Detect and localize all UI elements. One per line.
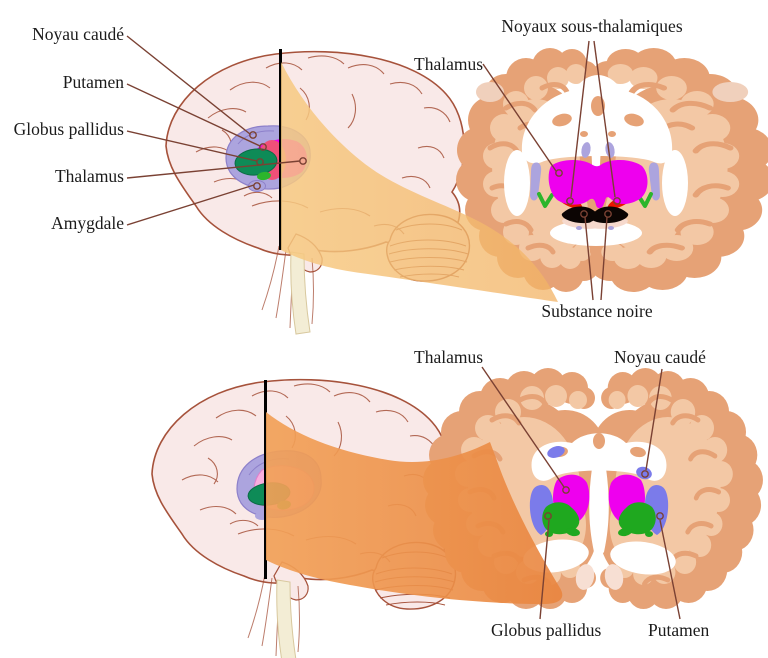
- label-globus-pallidus-top: Globus pallidus: [13, 119, 124, 139]
- putamen-globus-shape: [234, 148, 278, 176]
- leader-subthalamic-right: [593, 40, 616, 198]
- leader-thalamus-coronal-top: [482, 63, 557, 172]
- leader-lines: [126, 35, 681, 620]
- leader-noyau-caude-bottom: [645, 368, 663, 471]
- leader-putamen-top: [126, 83, 261, 147]
- label-thalamus-top: Thalamus: [54, 166, 124, 186]
- label-globus-pallidus-bottom: Globus pallidus: [491, 620, 602, 640]
- label-thalamus-bottom: Thalamus: [414, 347, 484, 367]
- label-putamen-top: Putamen: [62, 72, 124, 92]
- leader-globus-top: [126, 130, 258, 162]
- leader-noyau-caude-top: [126, 35, 251, 135]
- top-projection-beam: [281, 62, 558, 302]
- bottom-cut-line: [264, 380, 267, 579]
- top-coronal-section: [456, 48, 768, 292]
- label-substance-noire: Substance noire: [541, 301, 653, 321]
- leader-thalamus-top: [126, 160, 301, 179]
- thalamus-shape: [548, 160, 648, 209]
- label-noyau-caude-top: Noyau caudé: [32, 24, 124, 44]
- label-noyau-caude-bottom: Noyau caudé: [614, 347, 706, 367]
- caudate-nucleus-shape: [547, 446, 565, 458]
- top-cut-line: [279, 49, 282, 250]
- leader-markers: [249, 131, 664, 520]
- leader-substantia-nigra-right: [600, 216, 608, 301]
- label-putamen-bottom: Putamen: [648, 620, 710, 640]
- leader-thalamus-bottom: [481, 366, 565, 488]
- leader-substantia-nigra-left: [584, 216, 594, 301]
- label-noyaux-sous-thalamiques: Noyaux sous-thalamiques: [501, 16, 683, 36]
- leader-amygdale: [126, 184, 255, 226]
- leader-globus-bottom: [539, 519, 550, 620]
- bottom-projection-beam: [266, 412, 563, 604]
- label-thalamus-coronal-top: Thalamus: [414, 54, 484, 74]
- label-amygdale: Amygdale: [51, 213, 124, 233]
- bottom-coronal-section: [423, 368, 763, 609]
- leader-putamen-bottom: [659, 519, 681, 620]
- leader-subthalamic-left: [570, 40, 590, 198]
